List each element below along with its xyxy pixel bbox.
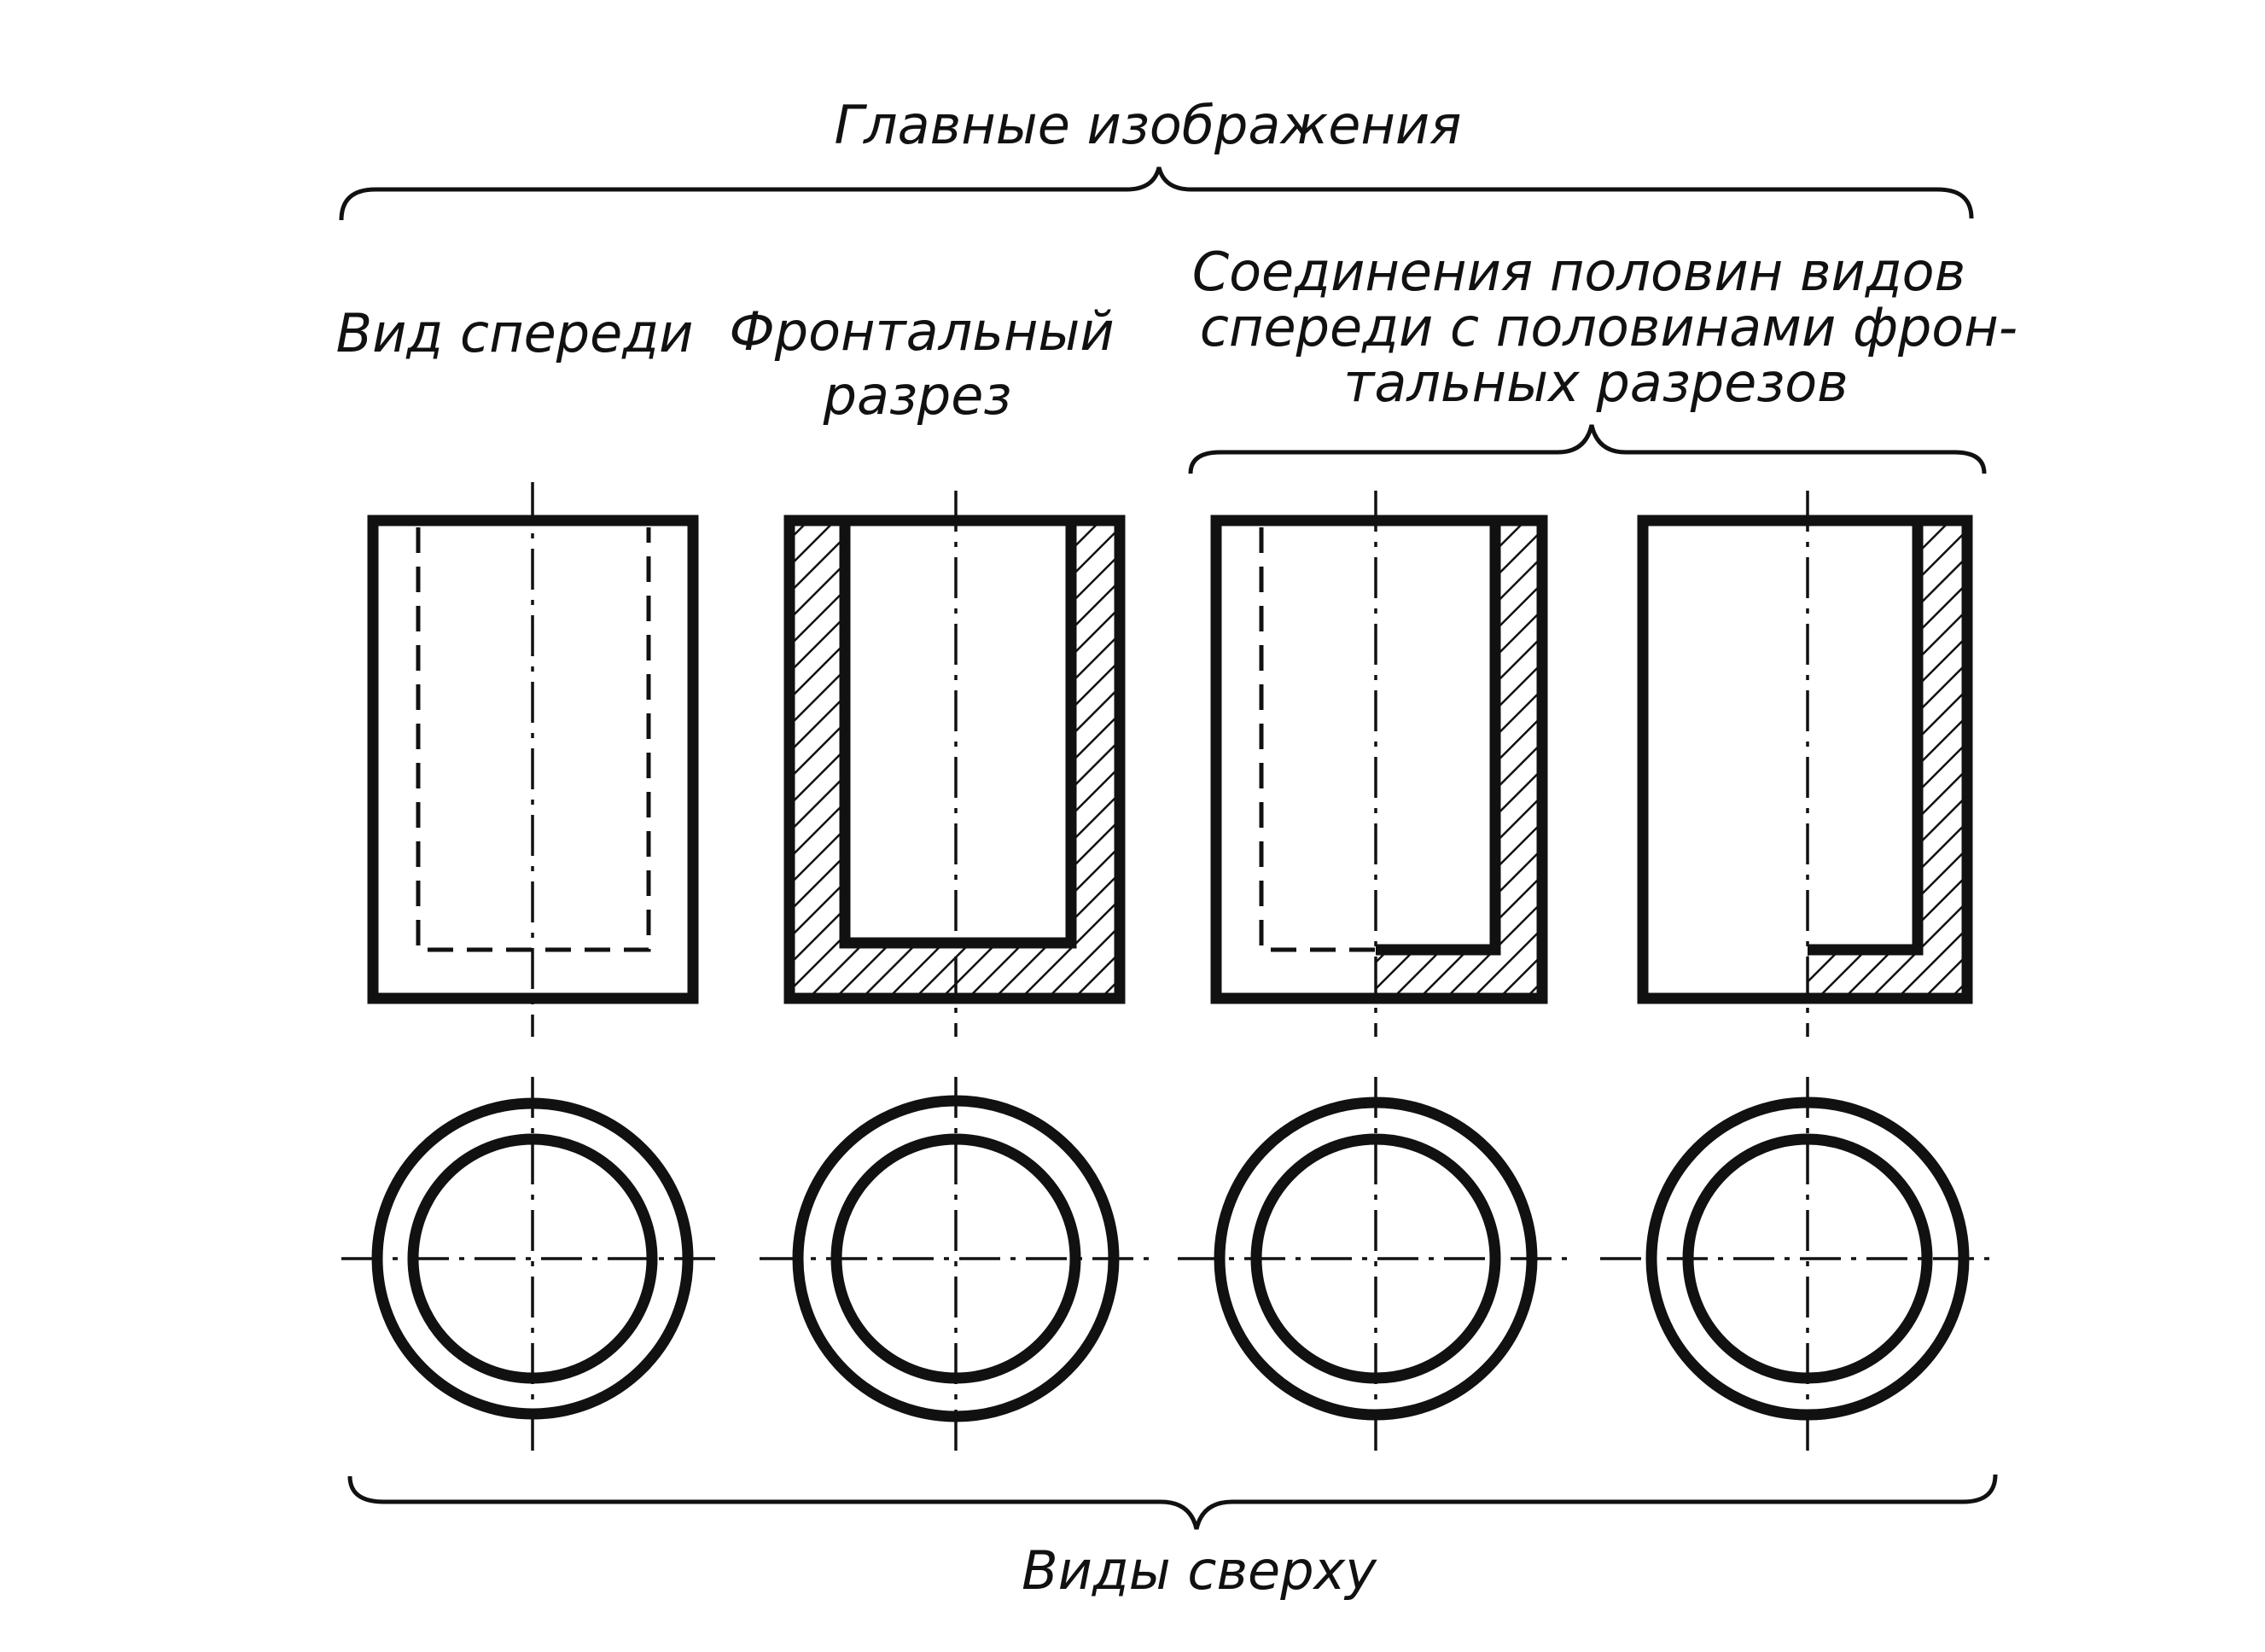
frontal-section-label-line2: разрез (823, 364, 1012, 427)
front-view-label: Вид спереди (336, 302, 694, 364)
top-view-2 (760, 1077, 1152, 1455)
main-images-brace (339, 166, 1974, 221)
half-section-drawing-1 (1210, 491, 1548, 1037)
front-view-drawing (367, 482, 699, 1037)
combination-brace (1188, 424, 1987, 474)
top-view-3 (1178, 1077, 1575, 1455)
combination-label-line1: Соединения половин видов (1192, 241, 1965, 303)
half-section-drawing-2 (1637, 491, 1973, 1037)
top-views-label: Виды сверху (1022, 1539, 1377, 1602)
combination-label-line3: тальных разрезов (1343, 352, 1848, 414)
top-view-1 (341, 1077, 725, 1455)
main-images-label: Главные изображения (835, 94, 1462, 156)
top-view-4 (1600, 1077, 1997, 1455)
frontal-section-drawing (783, 491, 1126, 1037)
combination-label-line2: спереди с половинами фрон- (1200, 296, 2018, 358)
top-views-brace (347, 1474, 1998, 1530)
frontal-section-label-line1: Фронтальный (729, 300, 1114, 363)
